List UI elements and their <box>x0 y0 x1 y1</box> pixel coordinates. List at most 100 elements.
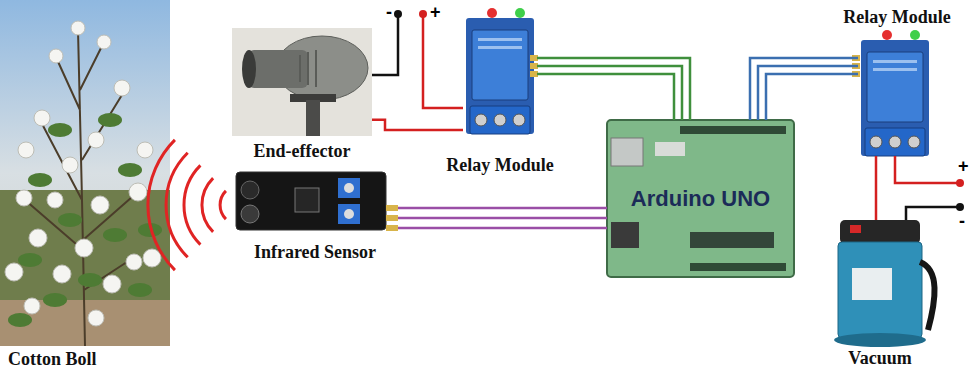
photo-node: Vacuum <box>830 220 930 348</box>
relay-print-line <box>873 68 917 71</box>
relay-board <box>861 40 929 156</box>
negative-wire <box>906 207 957 220</box>
potentiometer <box>338 178 360 198</box>
reset-button <box>655 142 685 156</box>
part-caption: Vacuum <box>848 349 911 368</box>
wire-connector <box>876 156 877 220</box>
cotton-boll <box>126 254 142 270</box>
leaf <box>48 123 72 137</box>
power-switch <box>850 225 861 233</box>
leaf <box>8 313 32 327</box>
wire-connector <box>750 58 858 120</box>
mount-pole <box>306 100 320 136</box>
photo-node: Infrared Sensor <box>232 165 398 235</box>
positive-wire <box>423 14 463 108</box>
cotton-boll <box>114 80 130 96</box>
cotton-boll <box>91 196 109 214</box>
part-caption: Relay Module <box>446 156 554 175</box>
cotton-boll <box>47 192 63 208</box>
leaf <box>103 228 127 242</box>
wire <box>398 217 607 220</box>
terminal-dot <box>394 10 402 18</box>
ir-led <box>241 181 259 199</box>
header-pin <box>386 215 398 221</box>
leaf <box>98 113 122 127</box>
vacuum-drum <box>838 242 922 338</box>
cotton-boll <box>88 310 104 326</box>
cotton-boll <box>24 298 40 314</box>
vent-grill <box>300 50 316 87</box>
cotton-boll <box>62 157 78 173</box>
arduino-board <box>607 120 794 277</box>
header-pin <box>530 71 538 77</box>
wire <box>766 74 858 120</box>
polarity-sign: + <box>430 3 441 21</box>
cotton-photo <box>0 0 170 346</box>
power-jack <box>611 222 639 248</box>
relay-module-photo <box>852 30 929 156</box>
relay-print-line <box>478 38 522 41</box>
part-caption: Relay Module <box>843 8 951 27</box>
led-green <box>910 30 920 40</box>
cotton-boll <box>16 190 32 206</box>
terminal-dot <box>956 179 964 187</box>
wave-arc <box>220 191 226 219</box>
photo-node: End-effector <box>232 28 372 136</box>
infrared-waves <box>148 140 226 270</box>
header-pin <box>386 225 398 231</box>
part-caption: Cotton Boll <box>8 350 97 369</box>
cotton-boll <box>34 110 50 126</box>
terminal-block <box>470 106 530 134</box>
terminal-screw <box>494 114 506 126</box>
relay-body <box>861 30 929 156</box>
photo-node: Cotton Boll <box>0 0 170 346</box>
board-box: Arduino UNO <box>607 120 794 277</box>
board-label: Arduino UNO <box>631 186 770 212</box>
vacuum-hose <box>920 262 935 330</box>
wire <box>398 227 607 230</box>
part-caption: Infrared Sensor <box>254 243 376 262</box>
terminal-block <box>865 128 925 156</box>
pin-header <box>680 126 786 134</box>
terminal-screw <box>475 114 487 126</box>
cotton-boll <box>29 229 47 247</box>
sensor-chip <box>295 188 319 212</box>
wire <box>537 66 682 120</box>
leaf <box>58 213 82 227</box>
wire <box>537 74 674 120</box>
cotton-boll <box>49 49 63 63</box>
wire <box>875 156 878 220</box>
led-red <box>882 30 892 40</box>
terminal-screw <box>870 136 882 148</box>
potentiometer-knob <box>344 183 354 193</box>
wave-arc <box>202 178 213 232</box>
vacuum-lid <box>840 220 920 244</box>
wire-connector <box>398 208 607 228</box>
wire-connector <box>537 58 690 120</box>
leaf <box>78 273 102 287</box>
terminal-screw <box>889 136 901 148</box>
cotton-boll <box>143 249 161 267</box>
polarity-sign: - <box>959 212 965 230</box>
leaf <box>128 283 152 297</box>
relay-print-line <box>478 46 522 49</box>
cotton-boll <box>5 263 23 281</box>
part-caption: End-effector <box>254 142 351 161</box>
wire <box>372 120 463 130</box>
usb-port <box>611 138 643 166</box>
terminal-screw <box>513 114 525 126</box>
ir-receiver <box>241 205 259 223</box>
photo-node: Relay Module <box>858 30 936 156</box>
wire-connector <box>372 120 463 130</box>
wire <box>398 207 607 210</box>
photo-node: Relay Module <box>463 8 537 136</box>
cotton-boll <box>137 142 153 158</box>
wire <box>537 58 690 120</box>
wire <box>750 58 858 120</box>
plant-stem <box>25 30 140 346</box>
polarity-sign: - <box>386 3 392 21</box>
